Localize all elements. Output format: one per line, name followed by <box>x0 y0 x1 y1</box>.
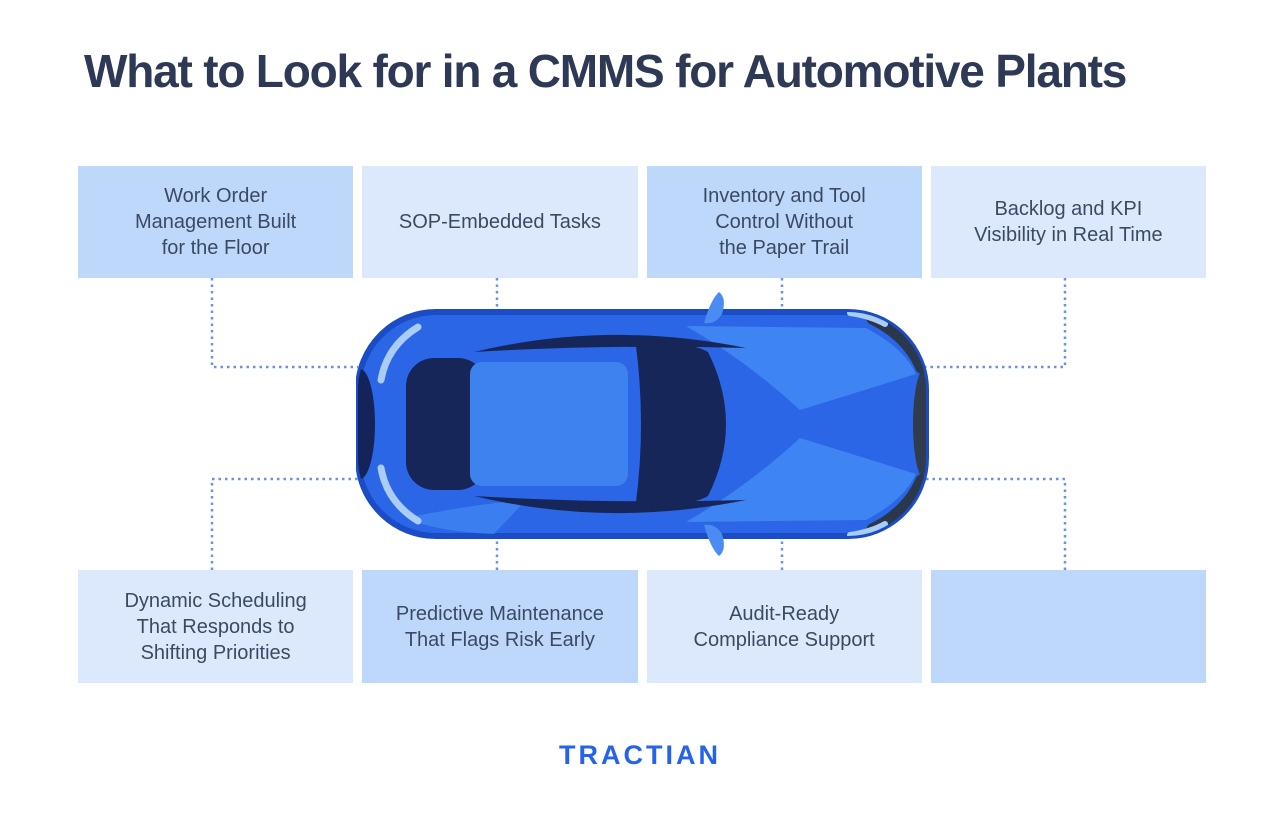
feature-box-backlog-kpi-visibility: Backlog and KPI Visibility in Real Time <box>930 166 1206 278</box>
connector-empty-box <box>925 477 1067 570</box>
feature-box-empty <box>930 570 1206 683</box>
windshield <box>636 344 726 504</box>
front-bumper-shadow <box>913 368 926 480</box>
car-roof <box>470 362 628 486</box>
tractian-logo: TRACTIAN <box>559 740 721 770</box>
side-mirror-top <box>704 292 724 324</box>
side-window-top <box>474 334 746 352</box>
page-title: What to Look for in a CMMS for Automotiv… <box>84 45 1127 97</box>
rear-window <box>406 358 486 490</box>
feature-label: Inventory and Tool Control Without the P… <box>702 185 866 259</box>
car-top-view <box>355 292 929 556</box>
hood-sheen-bottom <box>686 438 916 522</box>
headlight-highlight-top <box>847 312 888 327</box>
feature-box-sop-embedded-tasks: SOP-Embedded Tasks <box>362 166 638 278</box>
side-mirror-bottom <box>704 524 724 556</box>
car-illustration <box>355 288 930 560</box>
headlight-highlight-bottom <box>847 521 888 536</box>
taillight-highlight-top <box>377 323 422 384</box>
hood-sheen-top <box>686 326 916 410</box>
feature-row-top: Work Order Management Built for the Floo… <box>78 166 1206 278</box>
side-window-bottom <box>474 496 746 514</box>
rear-sheen <box>406 500 526 534</box>
feature-label: Predictive Maintenance That Flags Risk E… <box>395 602 604 651</box>
rear-bumper-shadow <box>358 369 375 479</box>
feature-label: Work Order Management Built for the Floo… <box>135 185 297 259</box>
connector-work-order <box>210 278 358 369</box>
connector-backlog-kpi <box>925 278 1067 369</box>
feature-box-predictive-maintenance: Predictive Maintenance That Flags Risk E… <box>362 570 638 683</box>
feature-box-audit-ready-compliance: Audit-Ready Compliance Support <box>646 570 922 683</box>
feature-box-dynamic-scheduling: Dynamic Scheduling That Responds to Shif… <box>78 570 354 683</box>
feature-box-work-order-management: Work Order Management Built for the Floo… <box>78 166 354 278</box>
feature-label: Backlog and KPI Visibility in Real Time <box>974 198 1163 246</box>
feature-label: SOP-Embedded Tasks <box>398 211 601 233</box>
feature-row-bottom: Dynamic Scheduling That Responds to Shif… <box>78 570 1206 683</box>
taillight-highlight-bottom <box>377 464 422 525</box>
connector-dynamic-scheduling <box>210 477 358 570</box>
feature-box-inventory-tool-control: Inventory and Tool Control Without the P… <box>646 166 922 278</box>
feature-label: Dynamic Scheduling That Responds to Shif… <box>124 589 307 664</box>
feature-label: Audit-Ready Compliance Support <box>693 602 875 651</box>
